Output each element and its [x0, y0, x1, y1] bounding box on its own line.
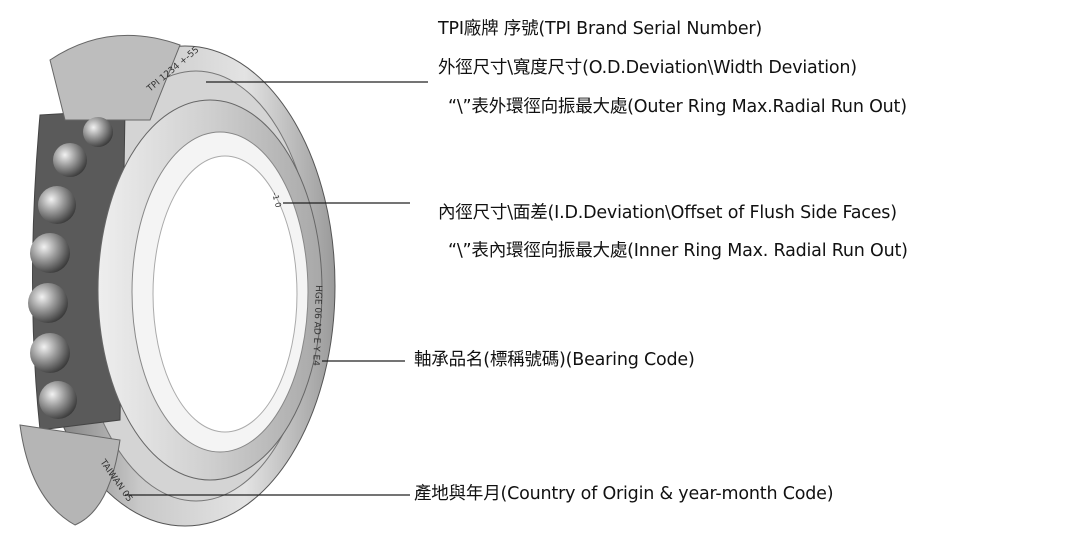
ball — [30, 333, 70, 373]
label-od-width: 外徑尺寸\寬度尺寸(O.D.Deviation\Width Deviation) — [438, 58, 857, 78]
ball — [39, 381, 77, 419]
ball — [83, 117, 113, 147]
label-inner-runout: “\”表內環徑向振最大處(Inner Ring Max. Radial Run … — [448, 241, 908, 261]
marking-inner: -1 0 — [270, 191, 283, 208]
label-id-offset: 內徑尺寸\面差(I.D.Deviation\Offset of Flush Si… — [438, 203, 897, 223]
label-bearing-code: 軸承品名(標稱號碼)(Bearing Code) — [414, 350, 695, 370]
label-outer-runout: “\”表外環徑向振最大處(Outer Ring Max.Radial Run O… — [448, 97, 907, 117]
ball — [28, 283, 68, 323]
label-brand-serial: TPI廠牌 序號(TPI Brand Serial Number) — [438, 19, 763, 39]
leader-lines — [125, 81, 428, 496]
marking-bearing-code: HGE 06 AD E Y E4 — [310, 285, 323, 366]
inner-ring — [97, 99, 323, 481]
label-origin-date: 產地與年月(Country of Origin & year-month Cod… — [414, 484, 834, 504]
ball — [53, 143, 87, 177]
ball-row — [28, 117, 113, 419]
ball — [38, 186, 76, 224]
ball — [30, 233, 70, 273]
